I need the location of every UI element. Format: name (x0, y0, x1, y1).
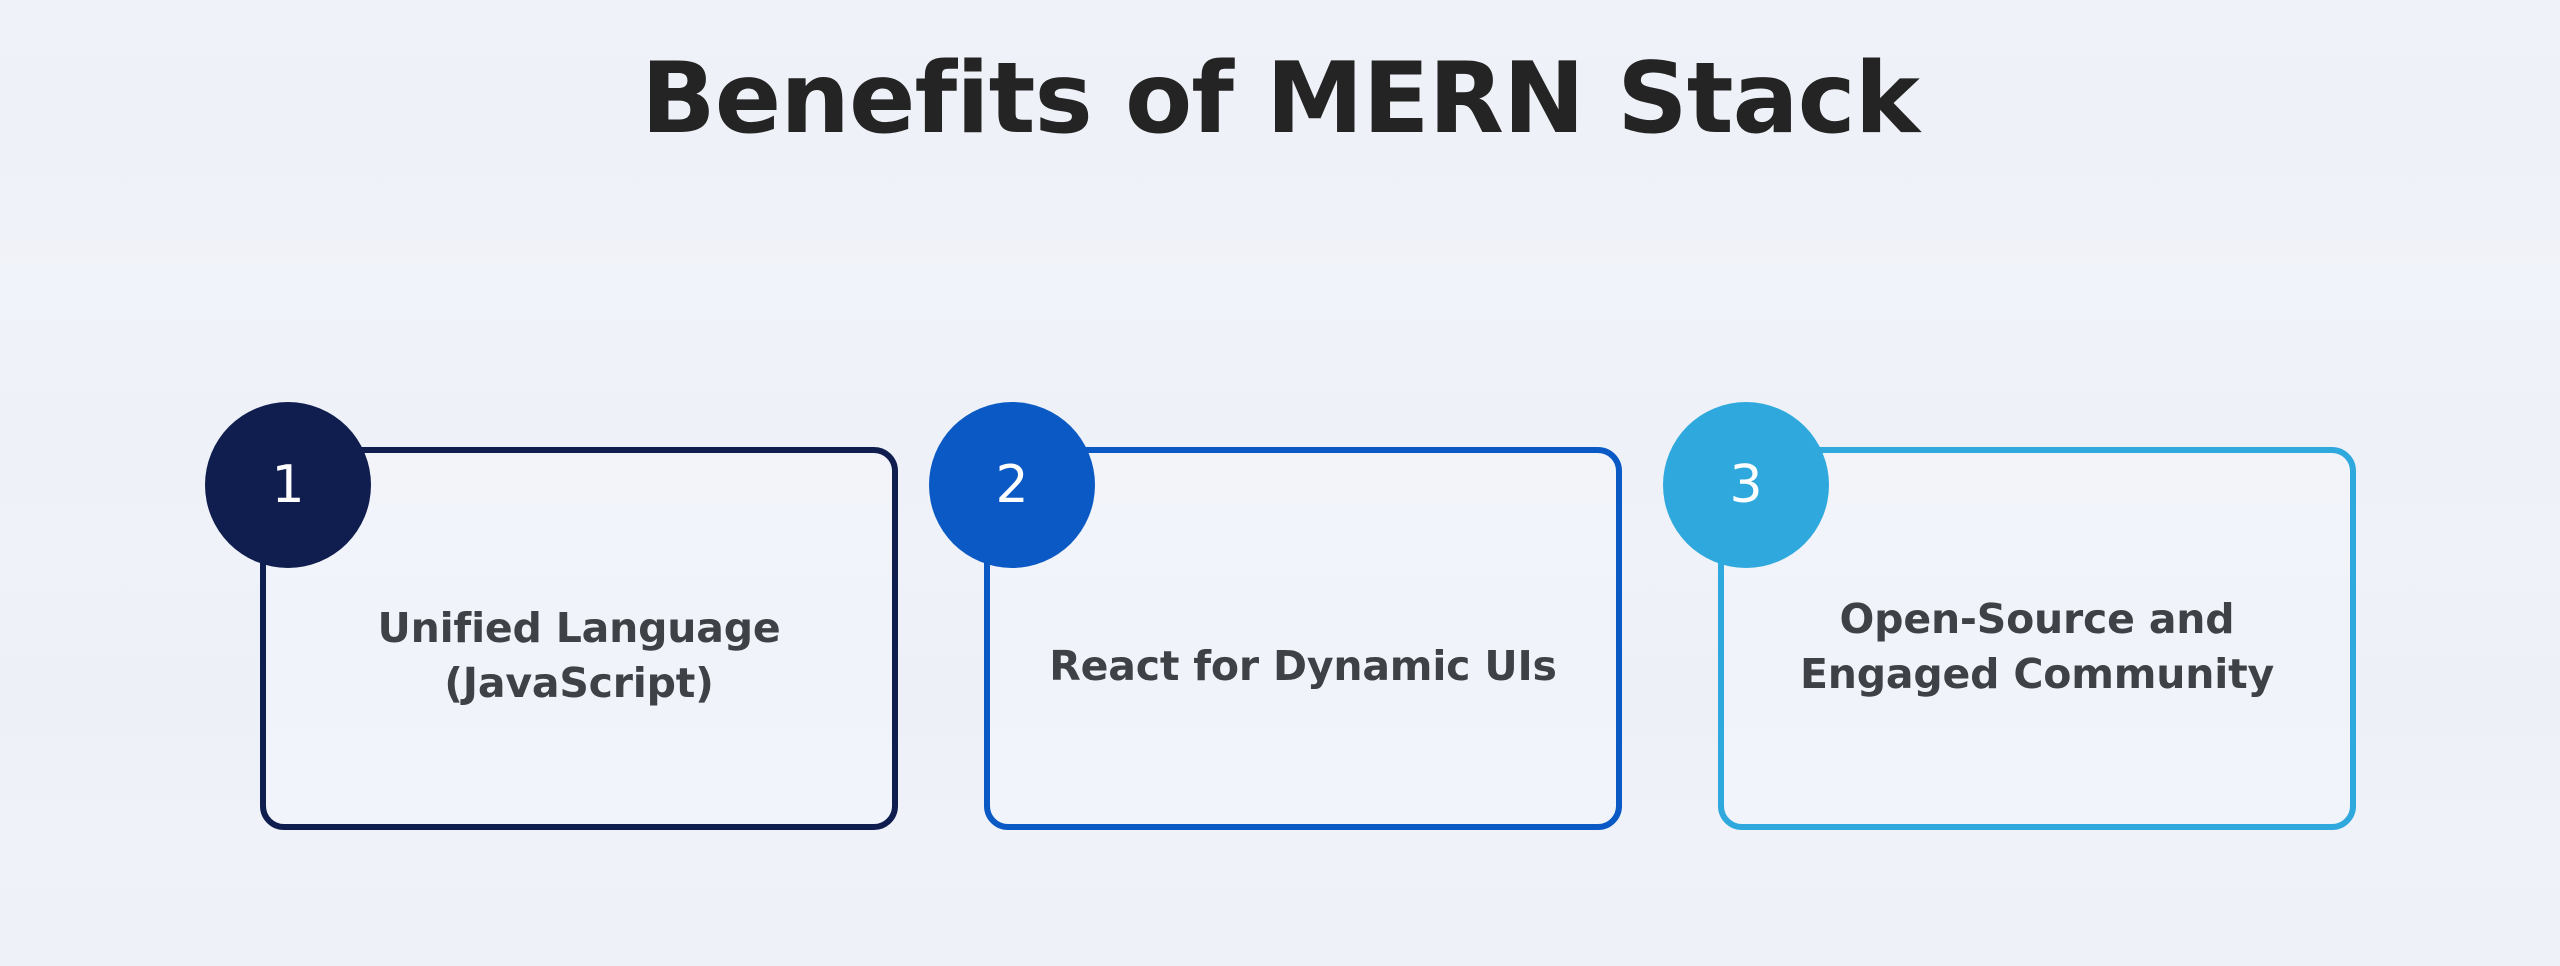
page-title: Benefits of MERN Stack (641, 42, 1920, 156)
benefit-card-2-label: React for Dynamic UIs (1049, 642, 1557, 691)
benefit-card-2-number: 2 (995, 455, 1029, 515)
benefit-card-1-number-badge[interactable]: 1 (205, 402, 371, 568)
benefit-card-1-number: 1 (271, 455, 305, 515)
benefit-card-1-label: Unified Language (JavaScript) (377, 603, 781, 707)
benefit-card-3-number: 3 (1729, 455, 1763, 515)
benefit-card-3-number-badge[interactable]: 3 (1663, 402, 1829, 568)
benefit-card-3-label: Open-Source and Engaged Community (1799, 594, 2275, 698)
benefit-card-2-number-badge[interactable]: 2 (929, 402, 1095, 568)
